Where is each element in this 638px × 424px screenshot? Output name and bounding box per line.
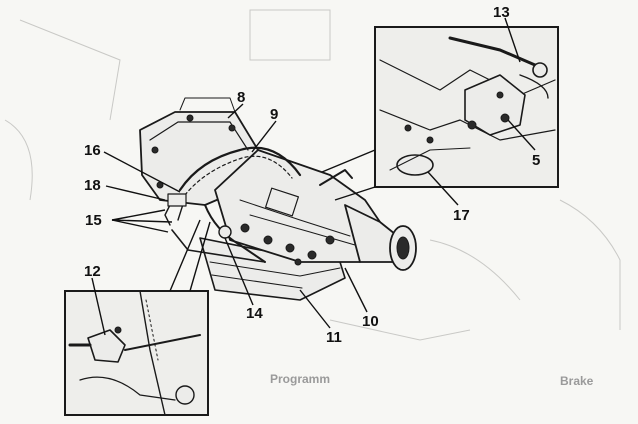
callout-9: 9 <box>270 106 278 123</box>
callouts: 13 8 9 16 18 15 5 17 12 14 10 11 <box>84 4 540 346</box>
callout-18: 18 <box>84 177 101 194</box>
leader-lines <box>91 17 536 336</box>
callout-8: 8 <box>237 89 245 106</box>
callout-12: 12 <box>84 263 101 280</box>
inset-lower-left <box>64 219 211 416</box>
callout-14: 14 <box>246 305 263 322</box>
cooler-fitting <box>396 154 434 176</box>
background-bleed: Programm Brake <box>4 9 621 388</box>
inset-upper-right <box>321 26 559 201</box>
transmission-assembly <box>139 97 417 301</box>
callout-10: 10 <box>362 313 379 330</box>
bg-text-brake: Brake <box>560 374 594 388</box>
case-bolts <box>240 223 335 266</box>
callout-13: 13 <box>493 4 510 21</box>
bg-text-programming: Programm <box>270 372 330 386</box>
callout-16: 16 <box>84 142 101 159</box>
neutral-safety-switch <box>464 74 526 136</box>
callout-15: 15 <box>85 212 102 229</box>
callout-11: 11 <box>326 329 342 346</box>
wiring-harness <box>178 146 302 192</box>
sensor-plug <box>87 329 126 363</box>
callout-17: 17 <box>453 207 470 224</box>
callout-5: 5 <box>532 152 540 169</box>
